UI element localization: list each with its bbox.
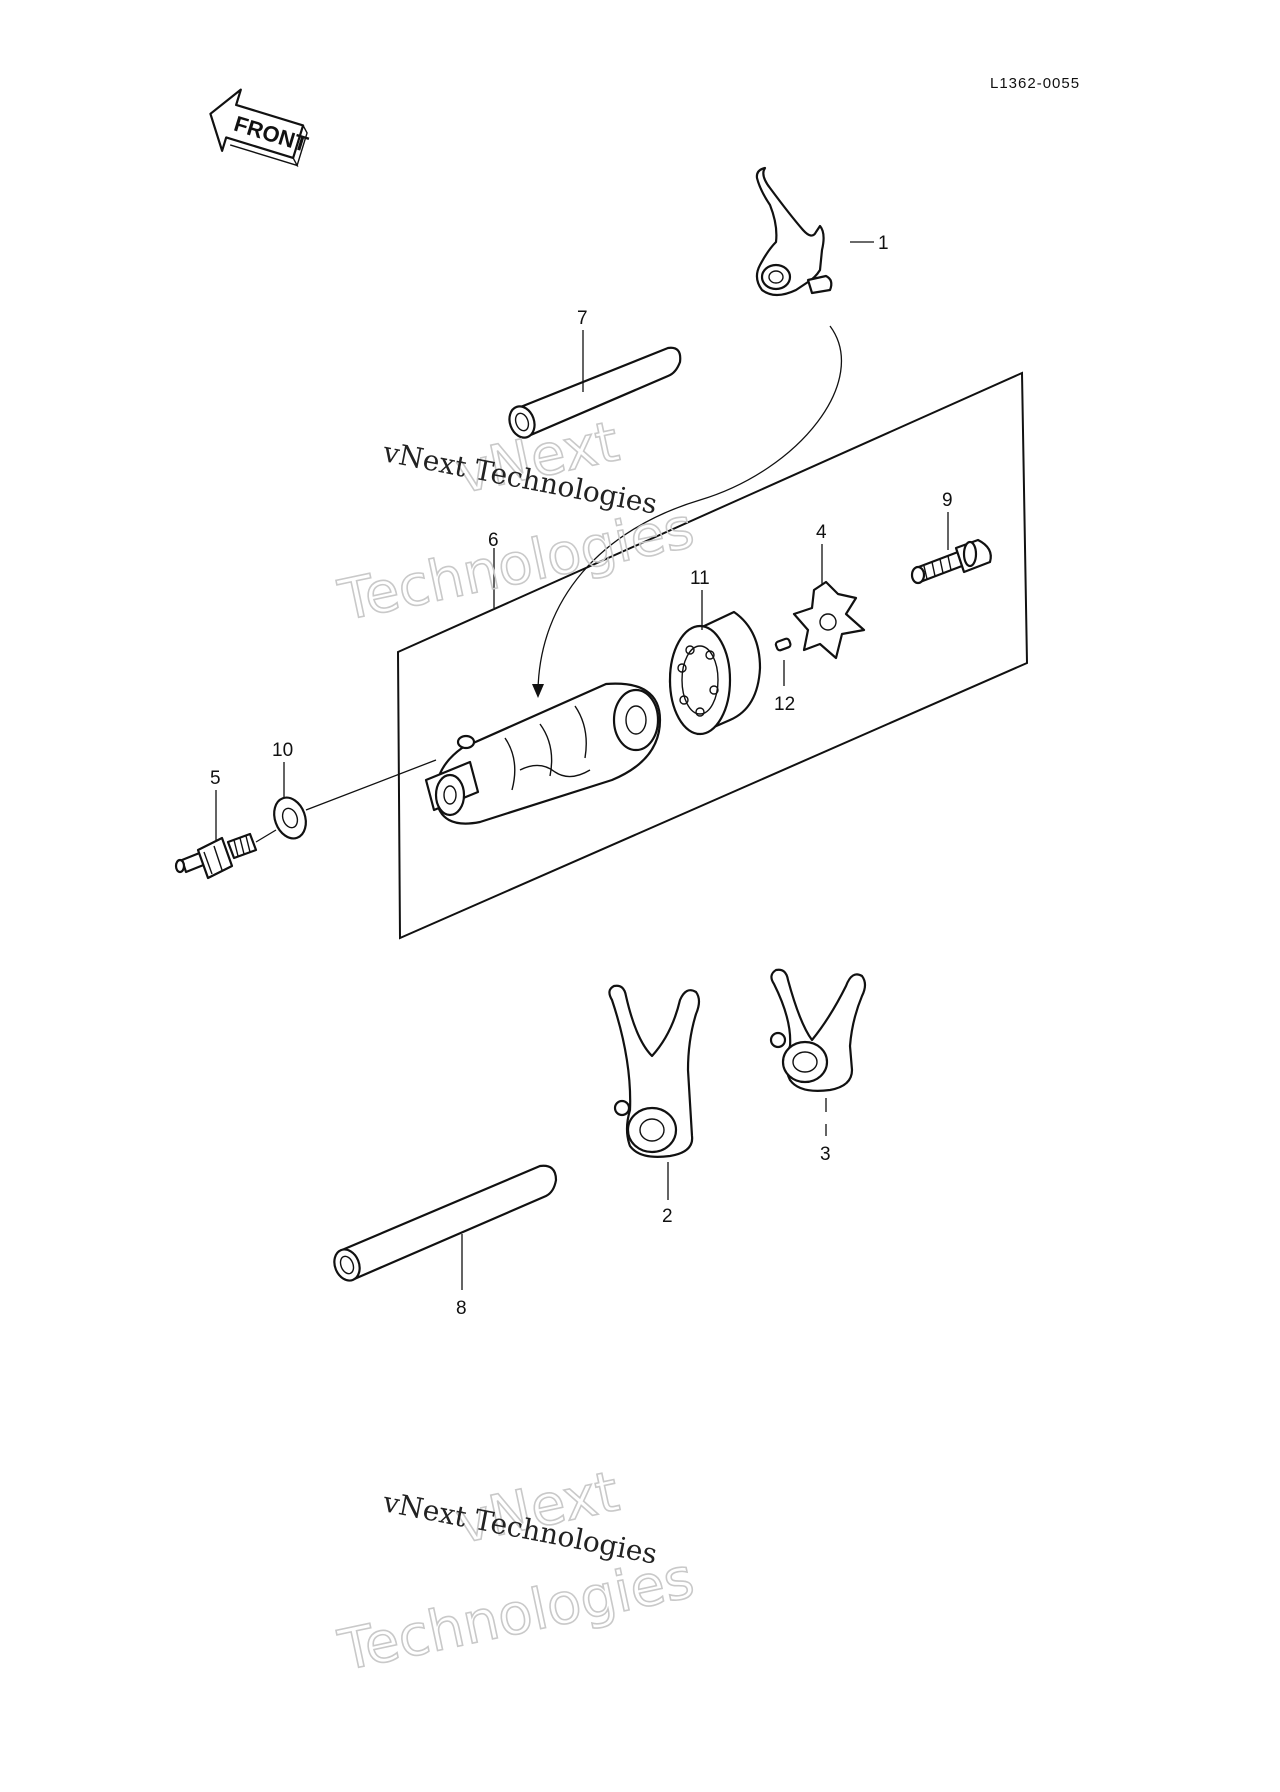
bolt-9 — [910, 538, 992, 585]
shift-fork-2 — [608, 984, 701, 1158]
arrowhead-icon — [532, 684, 544, 698]
short-shaft-7 — [508, 346, 682, 439]
callout-6: 6 — [488, 530, 499, 551]
bearing-11 — [668, 610, 762, 736]
neutral-switch-5 — [174, 832, 258, 880]
callout-2: 2 — [662, 1206, 673, 1227]
callout-5: 5 — [210, 768, 221, 789]
callout-12: 12 — [774, 694, 795, 715]
front-arrow-icon: FRONT — [209, 88, 311, 168]
callout-9: 9 — [942, 490, 953, 511]
assembly-box — [396, 371, 1029, 940]
watermark-lower: vNext Technologies vNext Technologies — [332, 1458, 700, 1685]
shift-fork-3 — [769, 968, 867, 1092]
shift-fork-1 — [755, 166, 833, 297]
callout-8: 8 — [456, 1298, 467, 1319]
callout-11: 11 — [690, 568, 710, 589]
callout-10: 10 — [272, 740, 293, 761]
callout-1: 1 — [878, 233, 889, 254]
leader-5-10-axis — [255, 759, 437, 843]
leader-fork-to-drum — [537, 325, 842, 691]
diagram-code: L1362-0055 — [990, 75, 1080, 92]
star-plate-4 — [792, 580, 866, 660]
shift-drum-6 — [424, 682, 662, 825]
watermark-upper: vNext Technologies vNext Technologies — [332, 408, 700, 635]
long-shaft-8 — [333, 1164, 558, 1282]
washer-10 — [273, 796, 307, 840]
callout-4: 4 — [816, 522, 827, 543]
callout-7: 7 — [577, 308, 588, 329]
dowel-pin-12 — [774, 637, 792, 652]
callout-3: 3 — [820, 1144, 831, 1165]
